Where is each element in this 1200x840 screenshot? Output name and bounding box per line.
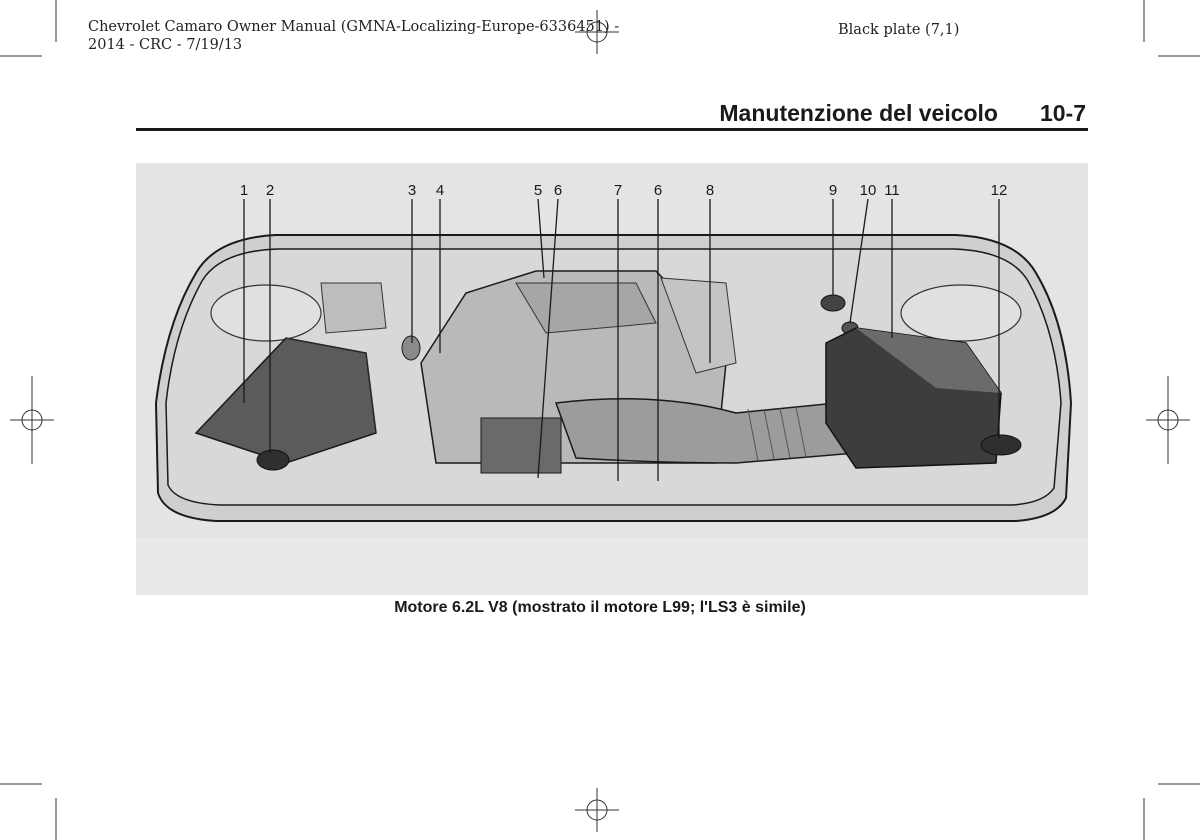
- engine-compartment-illustration: 1 2 3 4 5 6 7 6 8 9 10 11 12: [136, 163, 1088, 595]
- brake-master-cylinder: [320, 282, 387, 334]
- washer-fluid-cap: [256, 449, 290, 471]
- oil-dipstick: [401, 335, 421, 361]
- callout-4: 4: [436, 182, 444, 199]
- figure-caption: Motore 6.2L V8 (mostrato il motore L99; …: [394, 599, 806, 616]
- battery-cover: [980, 434, 1022, 456]
- print-header: Chevrolet Camaro Owner Manual (GMNA-Loca…: [88, 18, 619, 54]
- callout-8: 8: [706, 182, 714, 199]
- callout-5: 5: [534, 182, 542, 199]
- left-strut-tower: [210, 284, 322, 342]
- header-line-2: 2014 - CRC - 7/19/13: [88, 37, 243, 53]
- callout-1: 1: [240, 182, 248, 199]
- callout-12: 12: [991, 182, 1008, 199]
- registration-mark-right: [1146, 376, 1190, 464]
- callout-6a: 6: [554, 182, 562, 199]
- air-intake-duct: [554, 398, 858, 464]
- callout-6b: 6: [654, 182, 662, 199]
- callout-11: 11: [884, 182, 900, 199]
- right-strut-tower: [900, 284, 1022, 342]
- registration-mark-top: [575, 10, 619, 54]
- callout-9: 9: [829, 182, 837, 199]
- plate-label: Black plate (7,1): [838, 22, 960, 38]
- page-number: 10-7: [1039, 100, 1086, 126]
- callout-10: 10: [860, 182, 877, 199]
- registration-mark-bottom: [575, 788, 619, 832]
- callout-3: 3: [408, 182, 416, 199]
- header-rule: [136, 128, 1088, 131]
- section-header: Manutenzione del veicolo 10-7: [136, 100, 1088, 128]
- callout-leaders: [243, 198, 1000, 481]
- registration-mark-left: [10, 376, 54, 464]
- callout-2: 2: [266, 182, 274, 199]
- throttle-body-area: [480, 417, 562, 474]
- section-title: Manutenzione del veicolo: [719, 100, 998, 126]
- callout-7: 7: [614, 182, 622, 199]
- header-line-1: Chevrolet Camaro Owner Manual (GMNA-Loca…: [88, 19, 620, 35]
- coolant-cap: [820, 294, 846, 312]
